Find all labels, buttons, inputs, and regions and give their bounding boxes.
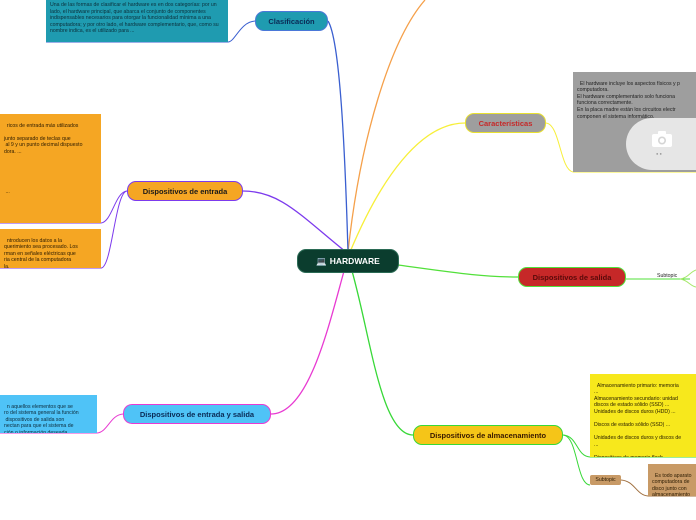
topic-caracteristicas[interactable]: Características xyxy=(465,113,546,133)
note-almacenamiento: Almacenamiento primario: memoria ... Alm… xyxy=(590,374,696,457)
topic-entrada-salida-label: Dispositivos de entrada y salida xyxy=(139,409,255,419)
camera-icon xyxy=(652,131,672,147)
topic-clasificacion[interactable]: Clasificación xyxy=(255,11,328,31)
subtopic-salida[interactable]: Subtopic xyxy=(657,273,678,279)
topic-clasificacion-label: Clasificación xyxy=(268,16,315,26)
topic-dispositivos-almacenamiento[interactable]: Dispositivos de almacenamiento xyxy=(413,425,563,445)
note-entrada-1: ricos de entrada más utilizados junto se… xyxy=(0,114,101,223)
central-topic-hardware[interactable]: 💻 HARDWARE xyxy=(297,249,399,273)
note-entrada-salida: n aquellos elementos que se ro del siste… xyxy=(0,395,97,433)
image-placeholder: ● ● xyxy=(626,118,696,170)
topic-caracteristicas-label: Características xyxy=(478,118,533,128)
topic-salida-label: Dispositivos de salida xyxy=(532,272,612,282)
central-topic-label: HARDWARE xyxy=(329,256,380,266)
note-clasificacion: Una de las formas de clasificar el hardw… xyxy=(46,0,228,42)
topic-dispositivos-entrada[interactable]: Dispositivos de entrada xyxy=(127,181,243,201)
note-entrada-2: ntroducen los datos a la querimiento sea… xyxy=(0,229,101,268)
laptop-icon: 💻 xyxy=(316,255,327,266)
carousel-dots: ● ● xyxy=(656,151,662,156)
topic-dispositivos-salida[interactable]: Dispositivos de salida xyxy=(518,267,626,287)
topic-entrada-label: Dispositivos de entrada xyxy=(142,186,228,196)
topic-dispositivos-entrada-salida[interactable]: Dispositivos de entrada y salida xyxy=(123,404,271,424)
subtopic-almacenamiento[interactable]: Subtopic xyxy=(590,475,621,485)
topic-almacenamiento-label: Dispositivos de almacenamiento xyxy=(429,430,547,440)
note-subtopic-almacenamiento: Es todo aparato computadora de disco jun… xyxy=(648,464,696,496)
